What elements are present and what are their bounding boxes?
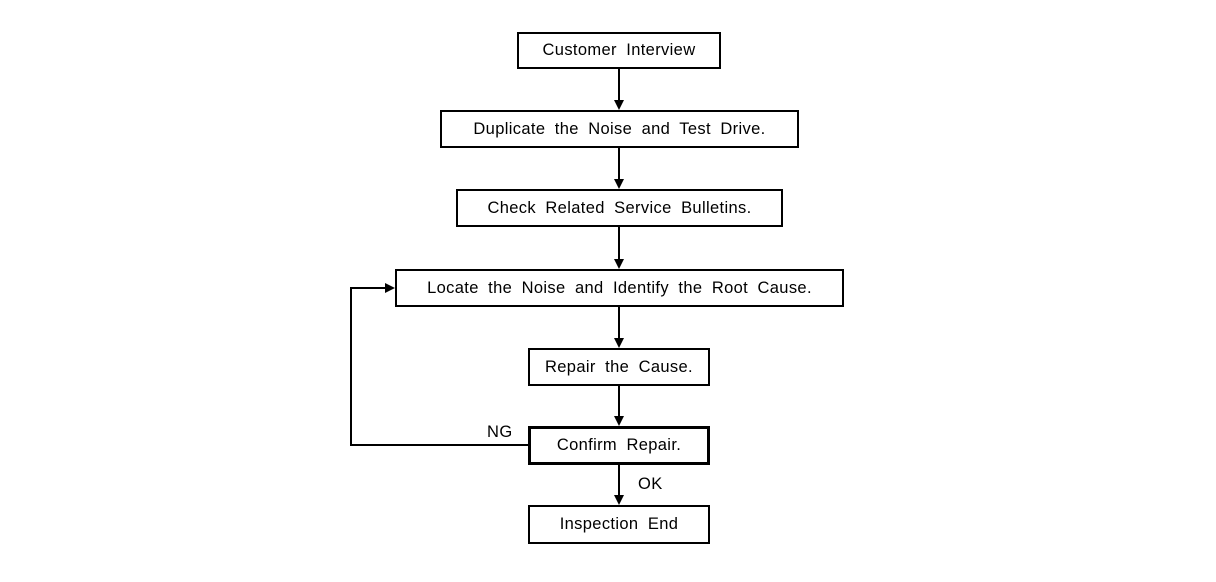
edge-ng-loop-arrow [385,283,395,293]
edge-check-to-locate-arrow [614,259,624,269]
edge-customer-to-duplicate-line [618,69,620,102]
edge-locate-to-repair-line [618,307,620,339]
edge-customer-to-duplicate-arrow [614,100,624,110]
edge-ng-loop-left-segment [350,287,352,446]
node-label: Repair the Cause. [545,357,693,376]
edge-duplicate-to-check-line [618,148,620,181]
node-label: Duplicate the Noise and Test Drive. [473,119,766,138]
edge-label-ng: NG [487,423,513,441]
edge-confirm-to-end-line [618,465,620,497]
node-duplicate-noise[interactable]: Duplicate the Noise and Test Drive. [440,110,799,148]
node-repair-cause[interactable]: Repair the Cause. [528,348,710,386]
node-label: Confirm Repair. [556,436,682,455]
edge-repair-to-confirm-arrow [614,416,624,426]
node-label: Customer Interview [542,41,696,60]
node-customer-interview[interactable]: Customer Interview [517,32,721,69]
edge-duplicate-to-check-arrow [614,179,624,189]
edge-ng-loop-top-segment [350,287,387,289]
edge-confirm-to-end-arrow [614,495,624,505]
edge-label-ok: OK [638,475,663,493]
edge-repair-to-confirm-line [618,386,620,418]
node-inspection-end[interactable]: Inspection End [528,505,710,544]
node-check-bulletins[interactable]: Check Related Service Bulletins. [456,189,783,227]
edge-ng-loop-bottom-segment [350,444,530,446]
edge-locate-to-repair-arrow [614,338,624,348]
node-confirm-repair[interactable]: Confirm Repair. [528,426,710,465]
edge-check-to-locate-line [618,227,620,260]
node-label: Locate the Noise and Identify the Root C… [427,278,812,297]
node-locate-noise[interactable]: Locate the Noise and Identify the Root C… [395,269,844,307]
node-label: Check Related Service Bulletins. [487,198,752,217]
node-label: Inspection End [559,515,679,534]
